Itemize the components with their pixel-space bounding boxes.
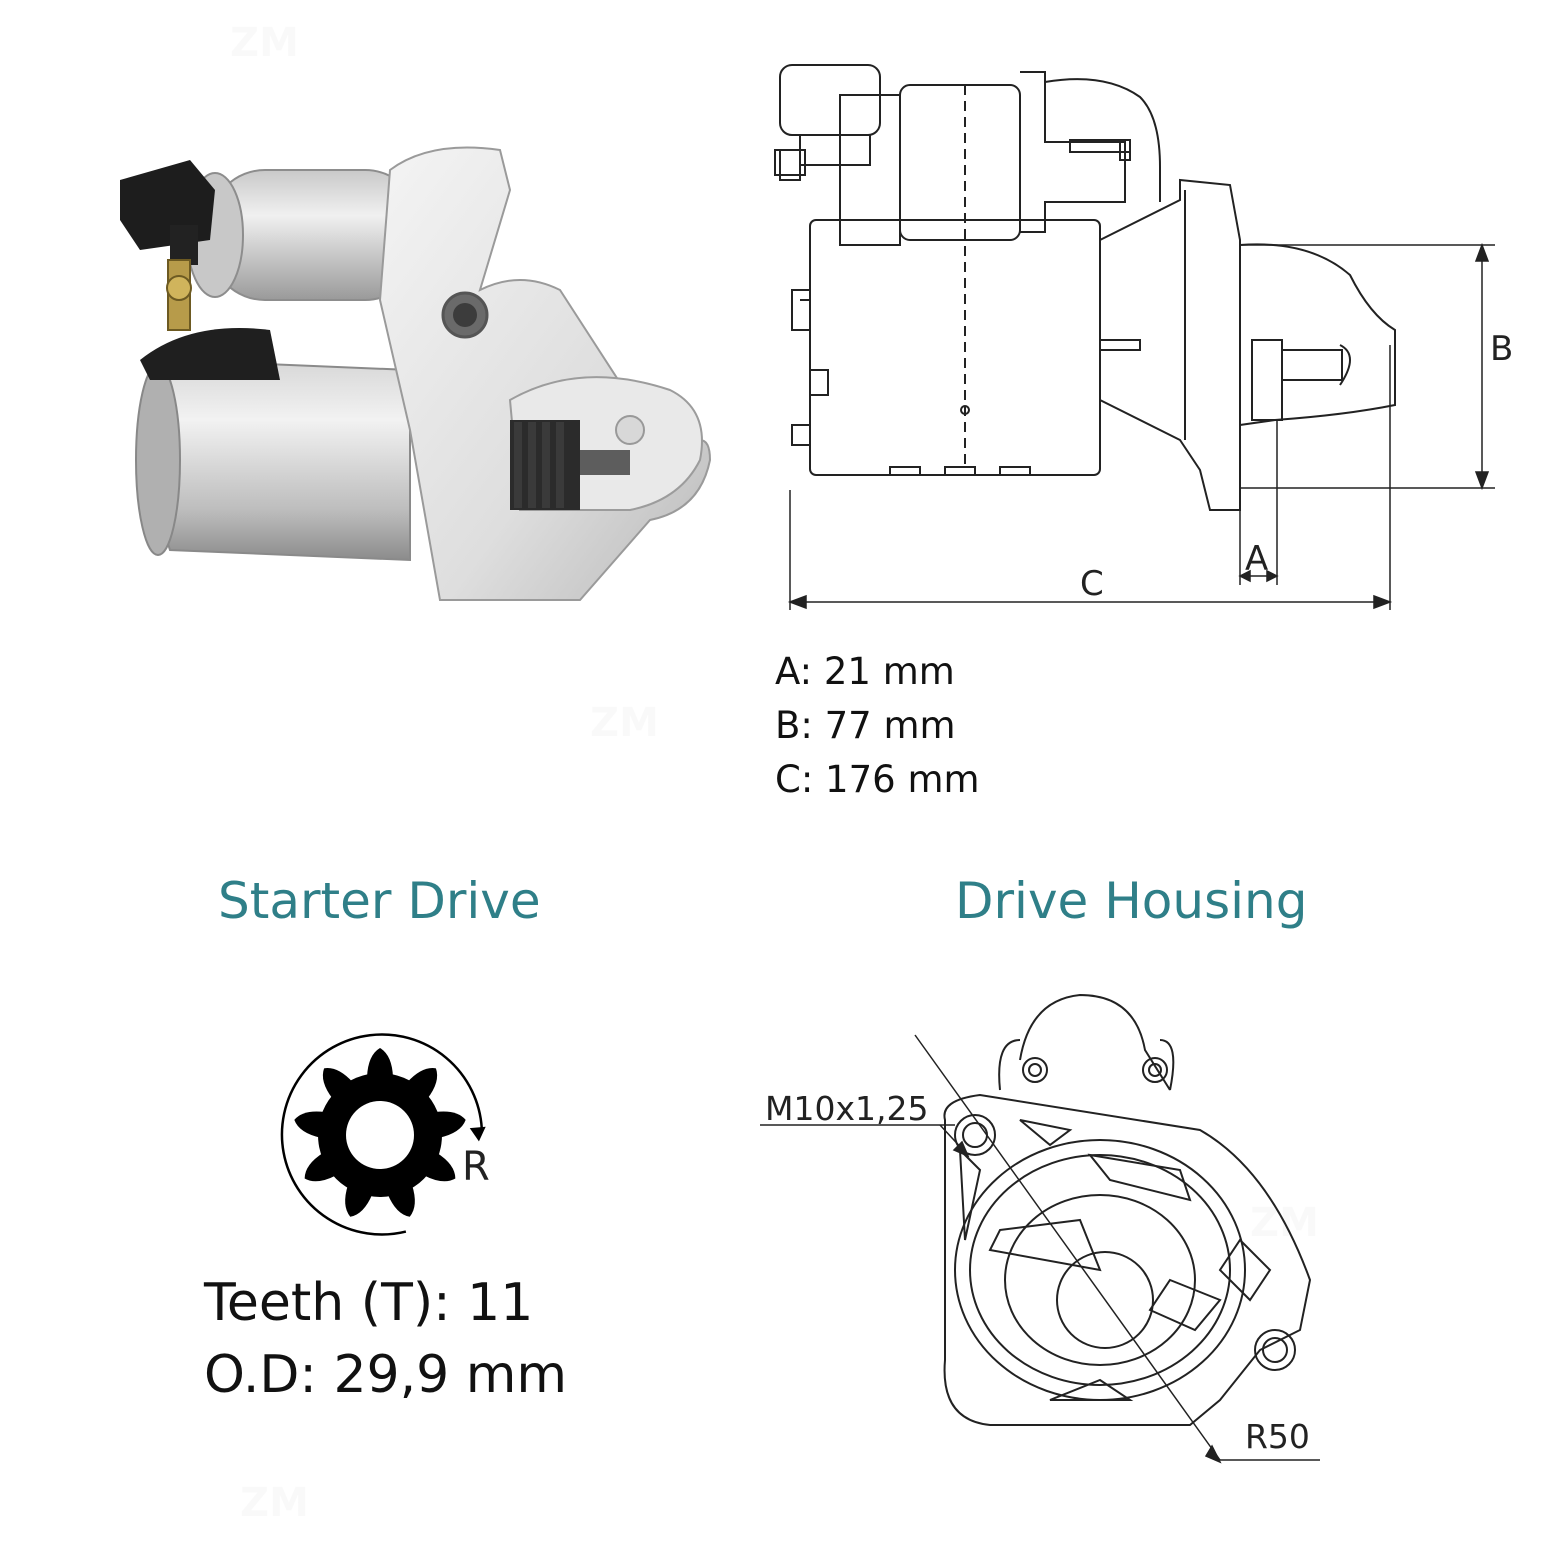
dimension-c: C: 176 mm: [775, 758, 980, 801]
side-view-drawing: B C A: [774, 64, 1513, 610]
starter-motor-photo: [120, 146, 712, 601]
dimension-a: A: 21 mm: [775, 650, 955, 693]
watermark: ZM: [240, 1480, 309, 1526]
label-a: A: [1245, 539, 1268, 579]
watermark: ZM: [230, 20, 299, 66]
label-b: B: [1490, 329, 1513, 369]
starter-drive-title: Starter Drive: [218, 872, 541, 930]
watermark: ZM: [590, 700, 659, 746]
label-c: C: [1080, 564, 1104, 604]
dimension-b: B: 77 mm: [775, 704, 956, 747]
radius-label: R50: [1245, 1417, 1310, 1456]
outer-diameter: O.D: 29,9 mm: [204, 1345, 568, 1405]
drive-housing-drawing: M10x1,25 R50: [760, 993, 1320, 1464]
thread-label: M10x1,25: [765, 1089, 928, 1128]
teeth-count: Teeth (T): 11: [204, 1273, 534, 1333]
rotation-label: R: [462, 1144, 490, 1190]
pinion-gear-icon: R: [280, 1033, 490, 1236]
drive-housing-title: Drive Housing: [955, 872, 1308, 930]
